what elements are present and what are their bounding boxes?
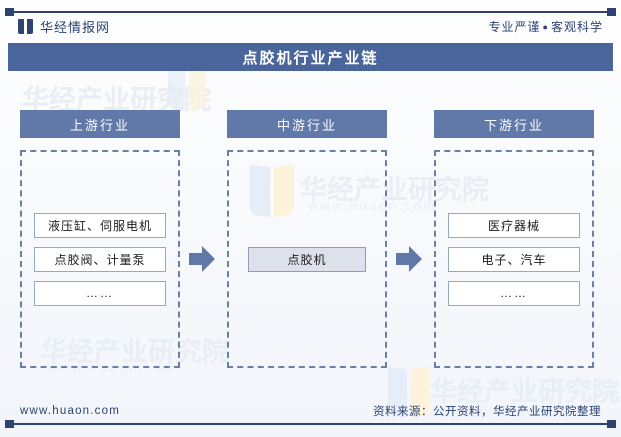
page-header: 华经情报网 专业严谨●客观科学 xyxy=(0,13,621,39)
node-downstream-3[interactable]: …… xyxy=(448,280,580,306)
column-body-midstream: 点胶机 xyxy=(227,150,387,368)
column-body-downstream: 医疗器械 电子、汽车 …… xyxy=(434,150,594,368)
column-header-downstream: 下游行业 xyxy=(434,110,594,138)
bottom-divider-rule xyxy=(5,420,616,428)
node-upstream-3[interactable]: …… xyxy=(34,280,166,306)
brand: 华经情报网 xyxy=(18,17,110,36)
tagline-right: 客观科学 xyxy=(550,19,603,34)
column-header-upstream: 上游行业 xyxy=(20,110,180,138)
tagline-dot-icon: ● xyxy=(542,22,549,33)
brand-name: 华经情报网 xyxy=(40,19,111,35)
node-midstream-1[interactable]: 点胶机 xyxy=(248,246,366,272)
node-upstream-1[interactable]: 液压缸、伺服电机 xyxy=(34,212,166,238)
page-footer: www.huaon.com 资料来源：公开资料，华经产业研究院整理 xyxy=(0,401,621,421)
header-tagline: 专业严谨●客观科学 xyxy=(489,18,603,35)
arrow-right-icon xyxy=(396,246,422,272)
arrow-right-icon xyxy=(189,246,215,272)
column-body-upstream: 液压缸、伺服电机 点胶阀、计量泵 …… xyxy=(20,150,180,368)
column-header-midstream: 中游行业 xyxy=(227,110,387,138)
node-downstream-2[interactable]: 电子、汽车 xyxy=(448,246,580,272)
node-upstream-2[interactable]: 点胶阀、计量泵 xyxy=(34,246,166,272)
tagline-left: 专业严谨 xyxy=(488,19,541,34)
footer-source-note: 资料来源：公开资料，华经产业研究院整理 xyxy=(373,406,601,418)
watermark-logo-icon xyxy=(168,67,206,111)
node-downstream-1[interactable]: 医疗器械 xyxy=(448,212,580,238)
footer-site-link[interactable]: www.huaon.com xyxy=(20,405,120,417)
book-logo-icon xyxy=(18,18,33,34)
title-banner: 点胶机行业产业链 xyxy=(8,43,613,71)
page-title: 点胶机行业产业链 xyxy=(242,49,379,67)
top-divider-rule xyxy=(5,8,616,16)
